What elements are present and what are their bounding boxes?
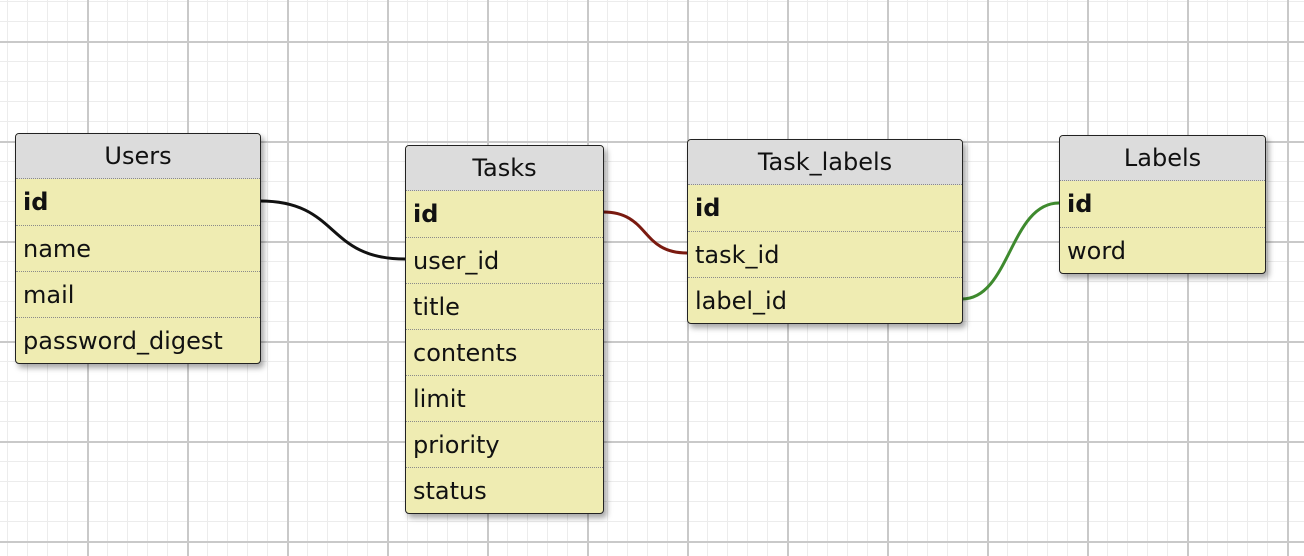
field-task-id[interactable]: task_id [688, 231, 962, 277]
connector-tasks-task-labels [602, 210, 688, 255]
table-tasks[interactable]: Tasks id user_id title contents limit pr… [405, 145, 604, 514]
table-title: Task_labels [688, 140, 962, 185]
table-title: Tasks [406, 146, 603, 191]
field-mail[interactable]: mail [16, 271, 260, 317]
field-id[interactable]: id [1067, 190, 1093, 218]
field-word[interactable]: word [1060, 227, 1265, 273]
table-users[interactable]: Users id name mail password_digest [15, 133, 261, 364]
field-id[interactable]: id [413, 200, 439, 228]
field-label-id[interactable]: label_id [688, 277, 962, 323]
field-status[interactable]: status [406, 467, 603, 513]
field-id[interactable]: id [23, 188, 49, 216]
connector-users-tasks [259, 199, 406, 261]
table-task-labels[interactable]: Task_labels id task_id label_id [687, 139, 963, 324]
field-limit[interactable]: limit [406, 375, 603, 421]
field-contents[interactable]: contents [406, 329, 603, 375]
connector-labels-task-labels [961, 201, 1060, 301]
field-priority[interactable]: priority [406, 421, 603, 467]
field-title[interactable]: title [406, 283, 603, 329]
field-password-digest[interactable]: password_digest [16, 317, 260, 363]
field-name[interactable]: name [16, 225, 260, 271]
field-user-id[interactable]: user_id [406, 237, 603, 283]
field-id[interactable]: id [695, 194, 721, 222]
table-title: Labels [1060, 136, 1265, 181]
table-labels[interactable]: Labels id word [1059, 135, 1266, 274]
table-title: Users [16, 134, 260, 179]
